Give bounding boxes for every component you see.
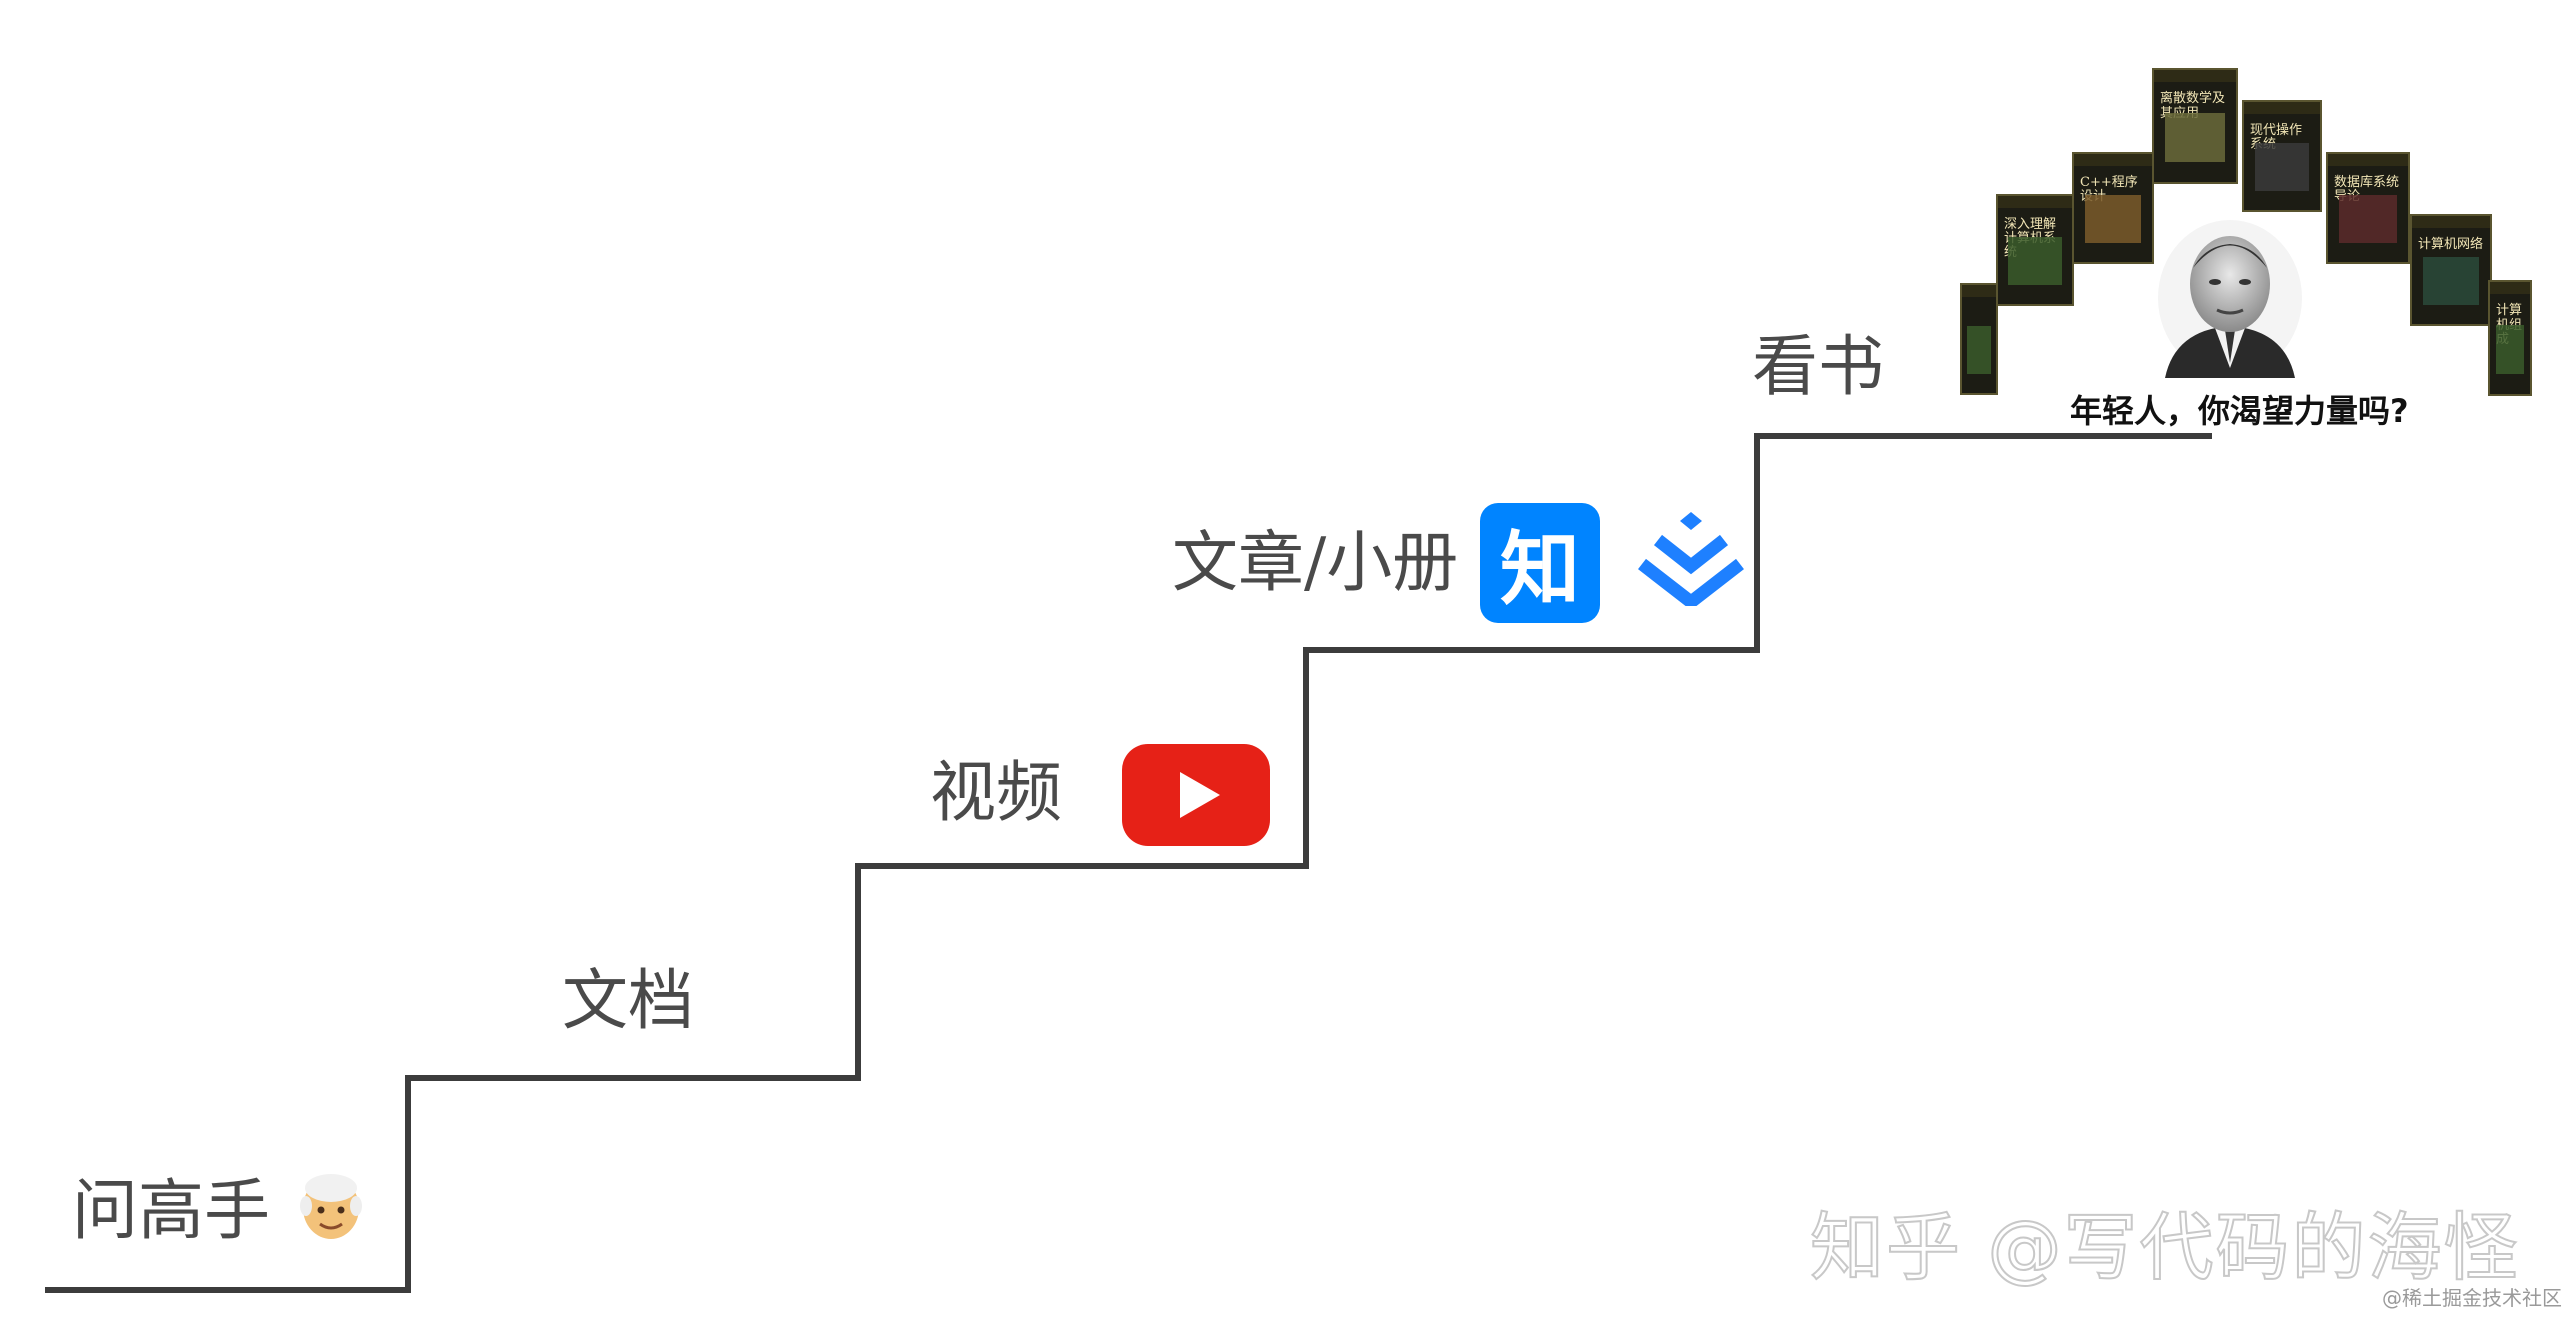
book-cover	[1960, 283, 1998, 395]
book-cover: 计算机网络	[2410, 214, 2492, 326]
book-cover: 现代操作系统	[2242, 100, 2322, 212]
step-label-articles: 文章/小册	[1172, 524, 1459, 601]
book-collage: 深入理解计算机系统 C++程序设计 离散数学及其应用 现代操作系统 数据库系统导…	[1960, 68, 2535, 430]
step-label-video: 视频	[930, 754, 1062, 831]
old-man-emoji-icon	[300, 1174, 362, 1239]
step-label-docs: 文档	[562, 962, 694, 1039]
book-cover: 计算机组成	[2488, 280, 2532, 396]
collage-caption: 年轻人，你渴望力量吗?	[2070, 392, 2409, 430]
book-cover: 深入理解计算机系统	[1996, 194, 2074, 306]
zhihu-watermark: 知乎 @写代码的海怪	[1809, 1204, 2520, 1292]
juejin-logo-icon	[1638, 512, 1744, 606]
book-cover: 离散数学及其应用	[2152, 68, 2238, 184]
book-cover: C++程序设计	[2072, 152, 2154, 264]
zhihu-logo-icon: 知	[1480, 503, 1600, 623]
book-title: 计算机网络	[2418, 236, 2484, 252]
step-label-read-books: 看书	[1752, 328, 1884, 405]
youtube-logo-icon	[1122, 744, 1270, 846]
portrait-photo	[2158, 220, 2302, 378]
book-cover: 数据库系统导论	[2326, 152, 2410, 264]
step-label-ask-expert: 问高手	[72, 1172, 270, 1249]
juejin-credit: @稀土掘金技术社区	[2382, 1286, 2562, 1310]
